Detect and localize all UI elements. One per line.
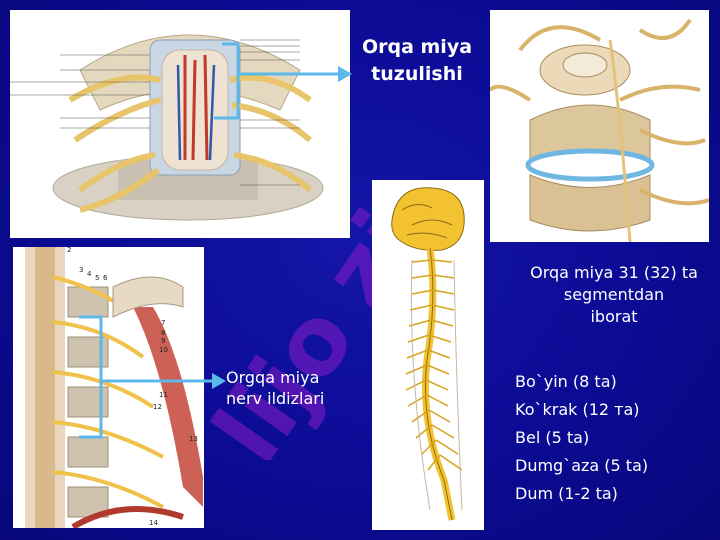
segment-coccygeal: Dum (1-2 ta) <box>515 484 618 503</box>
segment-sacral: Dumg`aza (5 ta) <box>515 456 649 475</box>
num-2: 2 <box>67 247 71 254</box>
cns-image <box>372 180 484 530</box>
info-line-3: iborat <box>590 307 638 326</box>
nerve-roots-label: Orgqa miya nerv ildizlari <box>226 367 366 409</box>
num-6: 6 <box>103 274 108 282</box>
nerve-label-line-2: nerv ildizlari <box>226 389 325 408</box>
num-5: 5 <box>95 274 99 282</box>
num-10: 10 <box>159 346 168 354</box>
num-4: 4 <box>87 270 92 278</box>
cross-section-image <box>10 10 350 238</box>
segment-thoracic: Ko`krak (12 та) <box>515 400 640 419</box>
title-line-2: tuzulishi <box>371 63 463 85</box>
segments-list: Bo`yin (8 ta) Ko`krak (12 та) Bel (5 ta)… <box>515 368 648 508</box>
num-14: 14 <box>149 519 158 527</box>
title-arrow <box>238 66 352 82</box>
num-3: 3 <box>79 266 83 274</box>
segments-heading: Orqa miya 31 (32) ta segmentdan iborat <box>514 262 714 328</box>
num-12: 12 <box>153 403 162 411</box>
num-8: 8 <box>161 329 165 337</box>
nerve-arrow <box>102 373 226 389</box>
title-line-1: Orqa miya <box>361 36 473 58</box>
nerve-label-line-1: Orgqa miya <box>226 368 320 387</box>
info-line-2: segmentdan <box>563 285 665 304</box>
segment-cervical: Bo`yin (8 ta) <box>515 372 617 391</box>
segment-lumbar: Bel (5 ta) <box>515 428 590 447</box>
num-13: 13 <box>189 435 198 443</box>
num-7: 7 <box>161 319 165 327</box>
num-11: 11 <box>159 391 168 399</box>
slide-title: Orqa miya tuzulishi <box>352 34 482 88</box>
nerve-roots-image: 2 3 4 5 6 7 8 9 10 11 12 13 14 <box>13 247 204 528</box>
info-line-1: Orqa miya 31 (32) ta <box>530 263 698 282</box>
vertebra-image <box>490 10 709 242</box>
num-9: 9 <box>161 337 165 345</box>
